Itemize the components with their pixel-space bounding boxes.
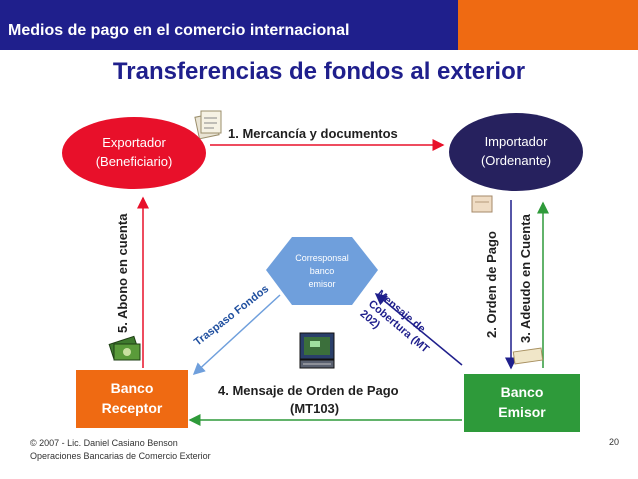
banco-emisor-line2: Emisor: [498, 404, 546, 420]
banco-receptor-node: Banco Receptor: [76, 370, 188, 428]
exportador-line1: Exportador: [102, 135, 166, 151]
flow-4-label-line1: 4. Mensaje de Orden de Pago: [218, 383, 399, 398]
flow-4-label-line2: (MT103): [290, 401, 340, 416]
flow-2-label: 2. Orden de Pago: [484, 231, 499, 338]
money-icon: [108, 335, 141, 361]
computer-icon: [299, 332, 335, 369]
corresponsal-line1: Corresponsal: [295, 253, 349, 263]
header-orange-band: [458, 0, 638, 50]
header-title: Medios de pago en el comercio internacio…: [8, 22, 350, 39]
arrow-cobertura: [374, 293, 463, 366]
flow-1-label: 1. Mercancía y documentos: [228, 126, 398, 141]
importador-line2: (Ordenante): [480, 153, 552, 168]
note-icon: [471, 195, 493, 213]
exportador-line2: (Beneficiario): [95, 154, 173, 169]
corresponsal-hexagon: [266, 237, 378, 305]
importador-line1: Importador: [484, 134, 548, 150]
banco-receptor-line1: Banco: [110, 380, 154, 397]
corresponsal-label: Corresponsal banco emisor: [266, 252, 378, 291]
arrow-traspaso: [192, 294, 281, 376]
footer-line1: © 2007 - Lic. Daniel Casiano Benson: [30, 438, 178, 448]
flow-3-label: 3. Adeudo en Cuenta: [518, 214, 533, 343]
header-blue-band: [0, 0, 458, 50]
corresponsal-line3: emisor: [308, 279, 336, 290]
footer-line2: Operaciones Bancarias de Comercio Exteri…: [30, 451, 211, 462]
banco-emisor-node: Banco Emisor: [464, 374, 580, 432]
banco-receptor-line2: Receptor: [101, 400, 163, 416]
importador-node: Importador (Ordenante): [449, 113, 583, 191]
slide-title: Transferencias de fondos al exterior: [112, 58, 526, 85]
banco-emisor-line1: Banco: [500, 384, 544, 401]
footer: © 2007 - Lic. Daniel Casiano Benson Oper…: [30, 437, 211, 463]
flow-5-label: 5. Abono en cuenta: [115, 213, 130, 333]
check-icon: [512, 347, 544, 365]
corresponsal-line2: banco: [309, 266, 335, 277]
exportador-node: Exportador (Beneficiario): [62, 117, 206, 189]
documents-icon: [194, 110, 222, 140]
page-number: 20: [609, 437, 620, 447]
